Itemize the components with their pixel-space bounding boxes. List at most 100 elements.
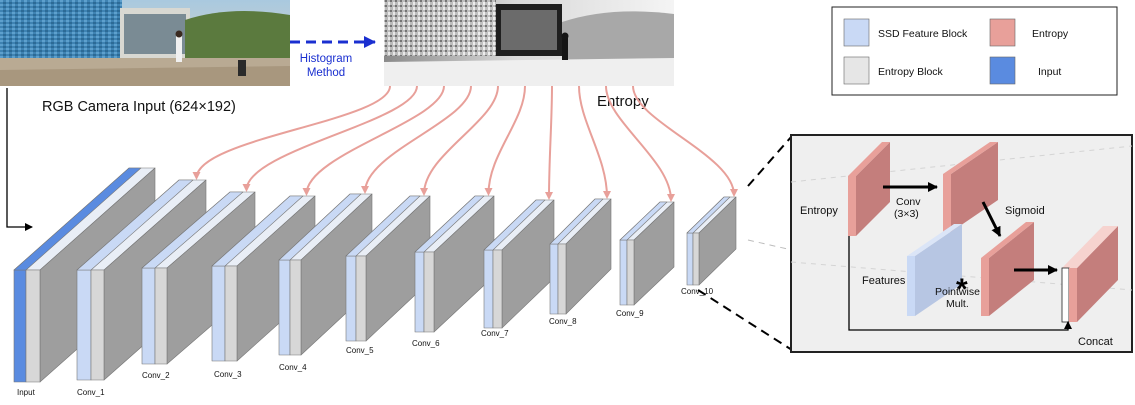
feature-top-face: [345, 195, 421, 257]
layer-label: Conv_5: [346, 346, 374, 355]
entropy-arrow: [545, 85, 554, 200]
layer-label: Conv_10: [681, 287, 714, 296]
entropy-arrow: [484, 85, 526, 196]
legend: SSD Feature Block Entropy Entropy Block …: [831, 6, 1118, 96]
legend-label-ssd-feature-block: SSD Feature Block: [878, 28, 968, 40]
entropy-arrow: [361, 85, 472, 194]
input-connector: [6, 88, 33, 231]
legend-label-entropy: Entropy: [1032, 28, 1069, 40]
detail-features-label: Features: [862, 275, 906, 287]
layer-label: Conv_4: [279, 363, 307, 372]
entropy-arrow: [420, 85, 499, 196]
legend-label-entropy-block: Entropy Block: [878, 66, 944, 78]
feature-top-face: [211, 195, 304, 267]
layer-block-conv-7: [483, 199, 555, 329]
block-front-entropy: [289, 259, 302, 356]
zoom-line-gray: [747, 239, 793, 251]
feature-top-face: [278, 193, 362, 261]
feature-top-face: [76, 179, 194, 271]
feature-top-face: [549, 198, 604, 245]
block-front-feature: [483, 249, 494, 329]
zoom-line-top: [747, 135, 793, 187]
block-front-entropy: [25, 269, 41, 383]
entropy-arrows: [192, 85, 738, 202]
block-front-feature: [345, 255, 357, 342]
detail-conv-label-line1: Conv: [896, 196, 921, 208]
feature-top-face: [414, 195, 485, 253]
layer-label: Conv_6: [412, 339, 440, 348]
block-front-entropy: [557, 243, 567, 315]
rgb-input-caption: RGB Camera Input (624×192): [42, 99, 236, 115]
layer-label: Conv_9: [616, 309, 644, 318]
legend-label-input: Input: [1038, 66, 1061, 78]
block-front-feature: [76, 269, 92, 381]
legend-swatch-input: [989, 56, 1016, 85]
block-front-entropy: [355, 255, 367, 342]
conv-output-slab: [943, 142, 998, 232]
layer-blocks: Input Conv_1 Conv_2 Conv_3 Conv_4 Conv_5 Conv_…: [13, 167, 737, 397]
layer-label: Conv_8: [549, 317, 577, 326]
block-front-entropy: [90, 269, 105, 381]
feature-top-face: [483, 199, 546, 251]
detail-sigmoid-label: Sigmoid: [1005, 205, 1045, 217]
skip-connection: [848, 236, 1072, 331]
multiply-symbol: *: [956, 273, 968, 306]
feature-top-face: [686, 196, 731, 234]
feature-top-face: [141, 191, 244, 269]
block-front-entropy: [626, 239, 635, 306]
input-top-face: [13, 167, 142, 271]
block-front-feature: [619, 239, 628, 306]
entropy-block-detail-panel: Entropy Conv (3×3) Sigmoid Features * Po…: [790, 134, 1133, 353]
entropy-image-caption: Entropy: [597, 93, 649, 110]
rgb-input-image: [0, 0, 290, 86]
block-front-feature: [414, 251, 425, 333]
entropy-arrow: [578, 85, 611, 199]
detail-pointwise-label-line1: Pointwise: [935, 286, 980, 298]
block-front-entropy: [692, 232, 700, 286]
legend-swatch-ssd-feature-block: [843, 18, 870, 47]
layer-block-conv-6: [414, 195, 495, 333]
legend-swatch-entropy: [989, 18, 1016, 47]
layer-label: Input: [17, 388, 36, 397]
entropy-arrow: [192, 85, 391, 180]
detail-entropy-label: Entropy: [800, 205, 838, 217]
legend-swatch-entropy-block: [843, 56, 870, 85]
entropy-slab: [848, 142, 890, 236]
zoom-line-bottom: [697, 289, 793, 351]
sigmoid-output-slab: [981, 222, 1034, 316]
entropy-arrow: [632, 85, 738, 197]
block-front-entropy: [492, 249, 503, 329]
block-front-feature: [211, 265, 226, 362]
block-front-feature: [278, 259, 291, 356]
block-front-feature: [686, 232, 694, 286]
concat-slab: [1061, 226, 1118, 323]
block-front-feature: [13, 269, 27, 383]
layer-block-conv-2: [141, 191, 256, 365]
layer-block-conv-3: [211, 195, 316, 362]
histogram-method-label-line1: Histogram: [300, 53, 352, 65]
entropy-arrow: [242, 85, 418, 192]
layer-block-conv-9: [619, 201, 675, 306]
layer-block-conv-5: [345, 195, 431, 342]
block-front-feature: [141, 267, 156, 365]
entropy-arrow: [605, 85, 675, 202]
block-front-entropy: [224, 265, 238, 362]
layer-block-conv-4: [278, 193, 373, 356]
block-front-entropy: [423, 251, 435, 333]
sigmoid-arrow: [981, 201, 1002, 237]
layer-block-conv-10: [686, 196, 737, 286]
block-front-entropy: [154, 267, 168, 365]
layer-label: Conv_2: [142, 371, 170, 380]
layer-label: Conv_3: [214, 370, 242, 379]
entropy-image: [384, 0, 674, 86]
layer-label: Conv_1: [77, 388, 105, 397]
detail-concat-label: Concat: [1078, 336, 1113, 348]
features-slab: [907, 224, 962, 316]
entropy-arrow: [302, 85, 445, 196]
detail-pointwise-label-line2: Mult.: [946, 298, 969, 310]
feature-top-face: [619, 201, 668, 241]
histogram-method-label-line2: Method: [307, 67, 345, 79]
block-front-feature: [549, 243, 559, 315]
detail-conv-label-line2: (3×3): [894, 208, 919, 220]
